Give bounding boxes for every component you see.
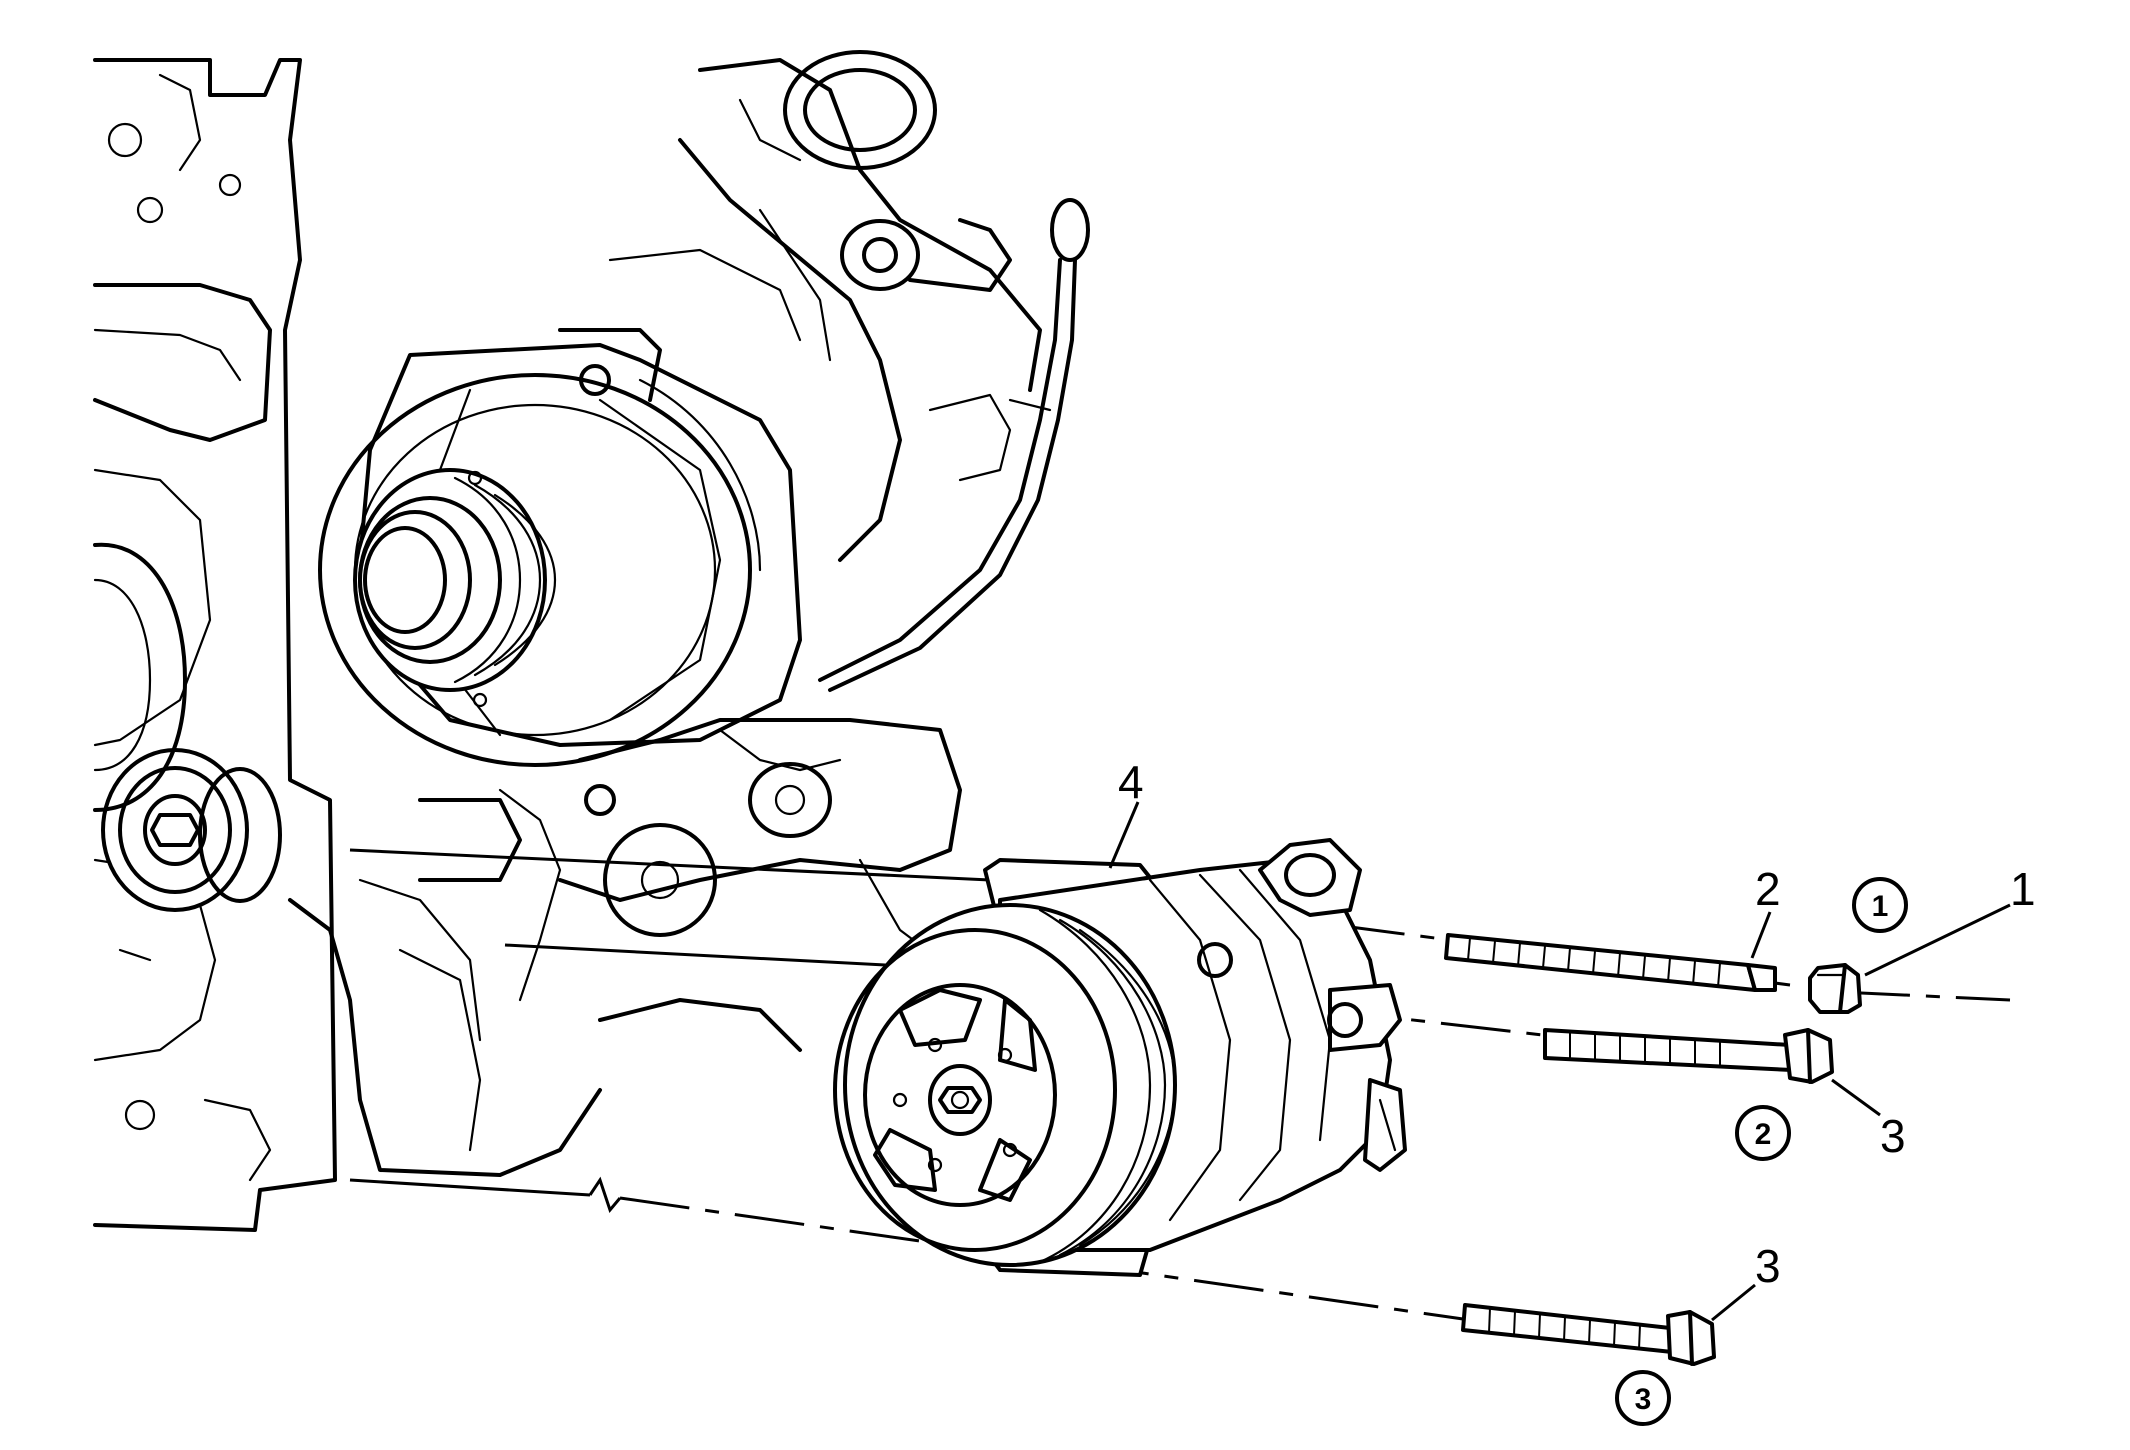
engine-block [93,58,337,1232]
svg-text:1: 1 [1872,890,1889,923]
nut [1808,963,1862,1014]
stud [1444,933,1777,992]
lower-frame [288,898,802,1177]
callout-3a: 3 [1880,1110,1906,1162]
step-marker-1: 1 [1852,877,1908,933]
step-marker-3: 3 [1615,1370,1671,1426]
bolt-lower [1461,1303,1716,1366]
ac-compressor [833,838,1407,1277]
leader-lines [1108,801,2011,1322]
svg-text:3: 3 [1635,1383,1652,1416]
bolt-upper [1543,1028,1834,1084]
idler-pulley [101,748,282,912]
callout-1: 1 [2010,863,2036,915]
callout-2: 2 [1755,863,1781,915]
crank-pulley [93,542,187,812]
step-marker-2: 2 [1735,1105,1791,1161]
callout-3b: 3 [1755,1240,1781,1292]
callout-4: 4 [1118,756,1144,808]
generator [318,328,802,816]
throttle-body [608,50,1090,692]
svg-text:2: 2 [1755,1118,1772,1151]
